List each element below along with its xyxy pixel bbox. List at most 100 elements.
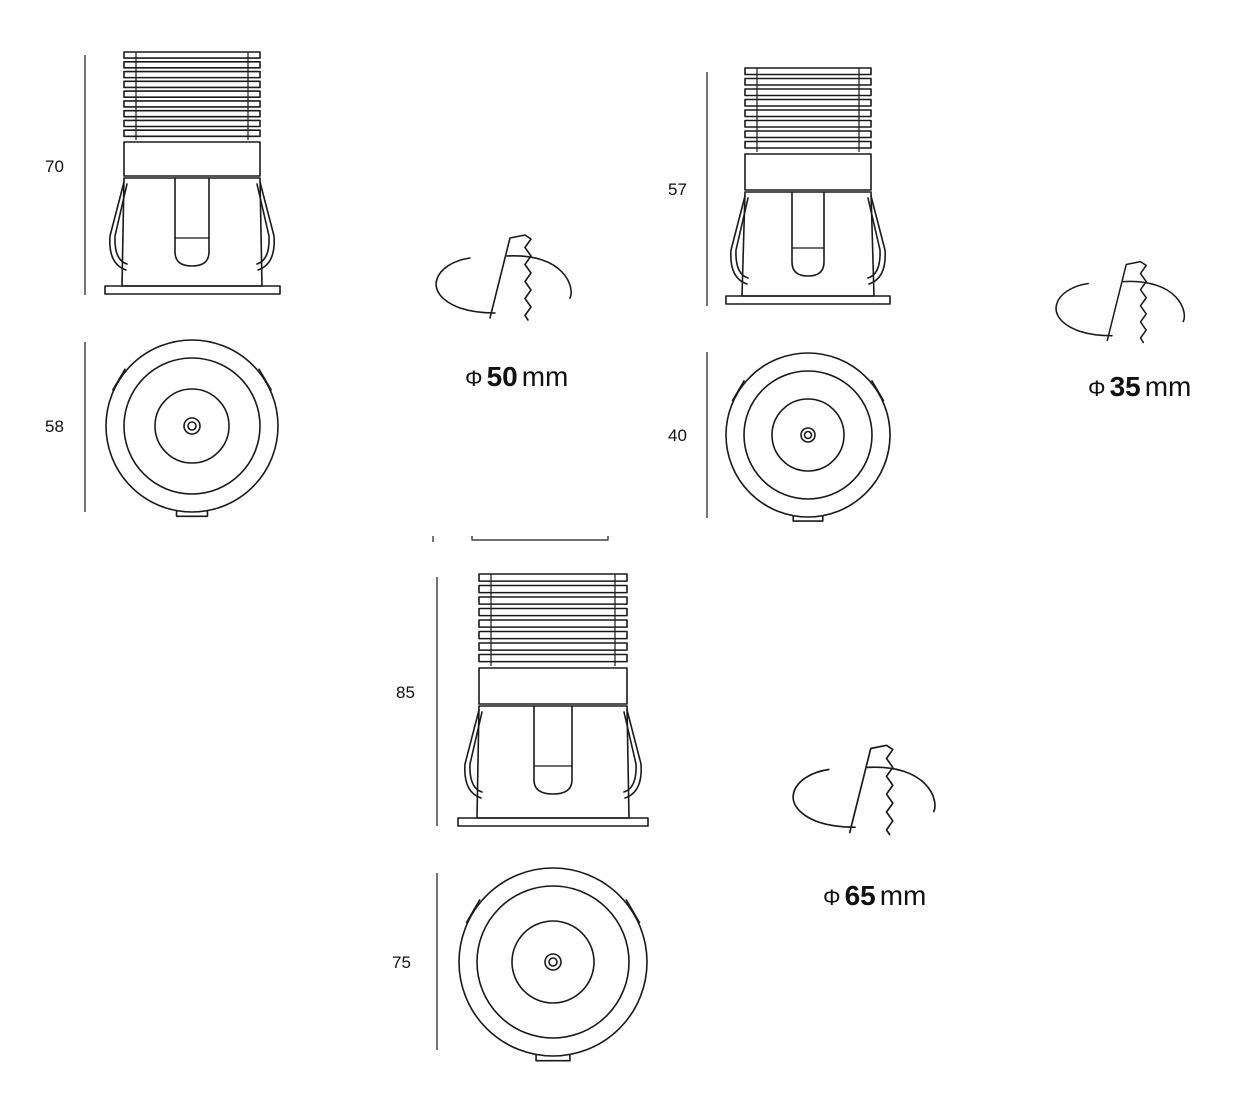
led-center [548,957,558,967]
cutout-unit: mm [1145,371,1192,402]
spring-clip-left-inner [114,183,128,265]
led-center [803,430,813,440]
outer-trim-circle [725,352,891,518]
collar-band [744,153,872,191]
led-center [187,421,197,431]
collar-band [123,141,261,177]
clip-tab-right [258,368,272,391]
fin [123,119,261,128]
clip-tab-left [112,368,126,391]
lens-circle [511,920,595,1004]
spring-clip-right-inner [623,711,637,793]
cutout-value: 65 [845,880,876,911]
tilt-slot [533,705,573,795]
fin [744,109,872,118]
spring-clip-right-inner [867,197,881,279]
clip-tab-left [465,899,481,924]
fin [478,584,628,594]
bottom-tab [792,515,824,522]
diameter-symbol: Φ [465,366,483,391]
spring-clip-left-inner [735,197,749,279]
reflector-circle [123,357,261,495]
lens-circle [771,398,845,472]
reflector-circle [743,370,873,500]
cutout-unit: mm [522,361,569,392]
fin [123,90,261,98]
fin [123,51,261,59]
fin [478,573,628,582]
spring-clip-right-inner [256,183,270,265]
spring-clip-left [730,195,748,285]
reflector-circle [476,885,630,1039]
fin [744,67,872,76]
trim-flange [457,817,649,827]
tilt-slot [791,191,825,277]
led-circle [183,417,201,435]
fin [478,596,628,605]
heat-sink-fins [123,51,261,140]
height-label: 70 [45,157,64,176]
trim-flange [104,285,281,295]
lens-circle [154,388,230,464]
fin [478,607,628,617]
diameter-label: 40 [668,426,687,445]
spring-clip-right [868,195,886,285]
fin [478,630,628,640]
trim-flange [725,295,891,305]
fin [744,140,872,149]
fin [744,88,872,97]
housing-body [476,705,630,819]
fin [123,60,261,69]
fin [123,100,261,108]
height-label: 57 [668,180,687,199]
clip-tab-right [871,380,885,402]
led-circle [800,427,816,443]
spring-clip-left [109,181,127,271]
outer-trim-circle [105,339,279,513]
collar-band [478,667,628,705]
led-circle [544,953,562,971]
side-view-large: 85 [396,573,649,827]
housing-body [121,177,263,287]
diameter-symbol: Φ [1088,376,1106,401]
front-view-mini: 40 [668,352,891,522]
fin [744,119,872,128]
cutout-value: 50 [487,361,518,392]
clip-tab-right [625,899,641,924]
spring-clip-left-inner [469,711,483,793]
ceiling-cutout-icon [435,234,572,321]
fin [478,653,628,663]
fin [123,80,261,89]
fin [478,619,628,628]
diameter-label: 75 [392,953,411,972]
clip-tab-left [731,380,745,402]
fin [123,109,261,118]
outer-trim-circle [458,867,648,1057]
top-edge-fragment [432,536,609,542]
cutout-unit: mm [880,880,927,911]
housing-body [741,191,875,297]
spring-clip-left [464,709,482,799]
heat-sink-fins [744,67,872,152]
side-view-mini: 57 [668,67,891,306]
cutout-value: 35 [1110,371,1141,402]
spring-clip-right [257,181,275,271]
diameter-label: 58 [45,417,64,436]
heat-sink-fins [478,573,628,666]
ceiling-cutout-icon [1055,260,1185,344]
fin [123,70,261,79]
diameter-symbol: Φ [823,885,841,910]
bottom-tab [535,1054,571,1062]
fin [744,98,872,107]
front-view-small: 58 [45,339,279,518]
side-view-small: 70 [45,51,281,295]
